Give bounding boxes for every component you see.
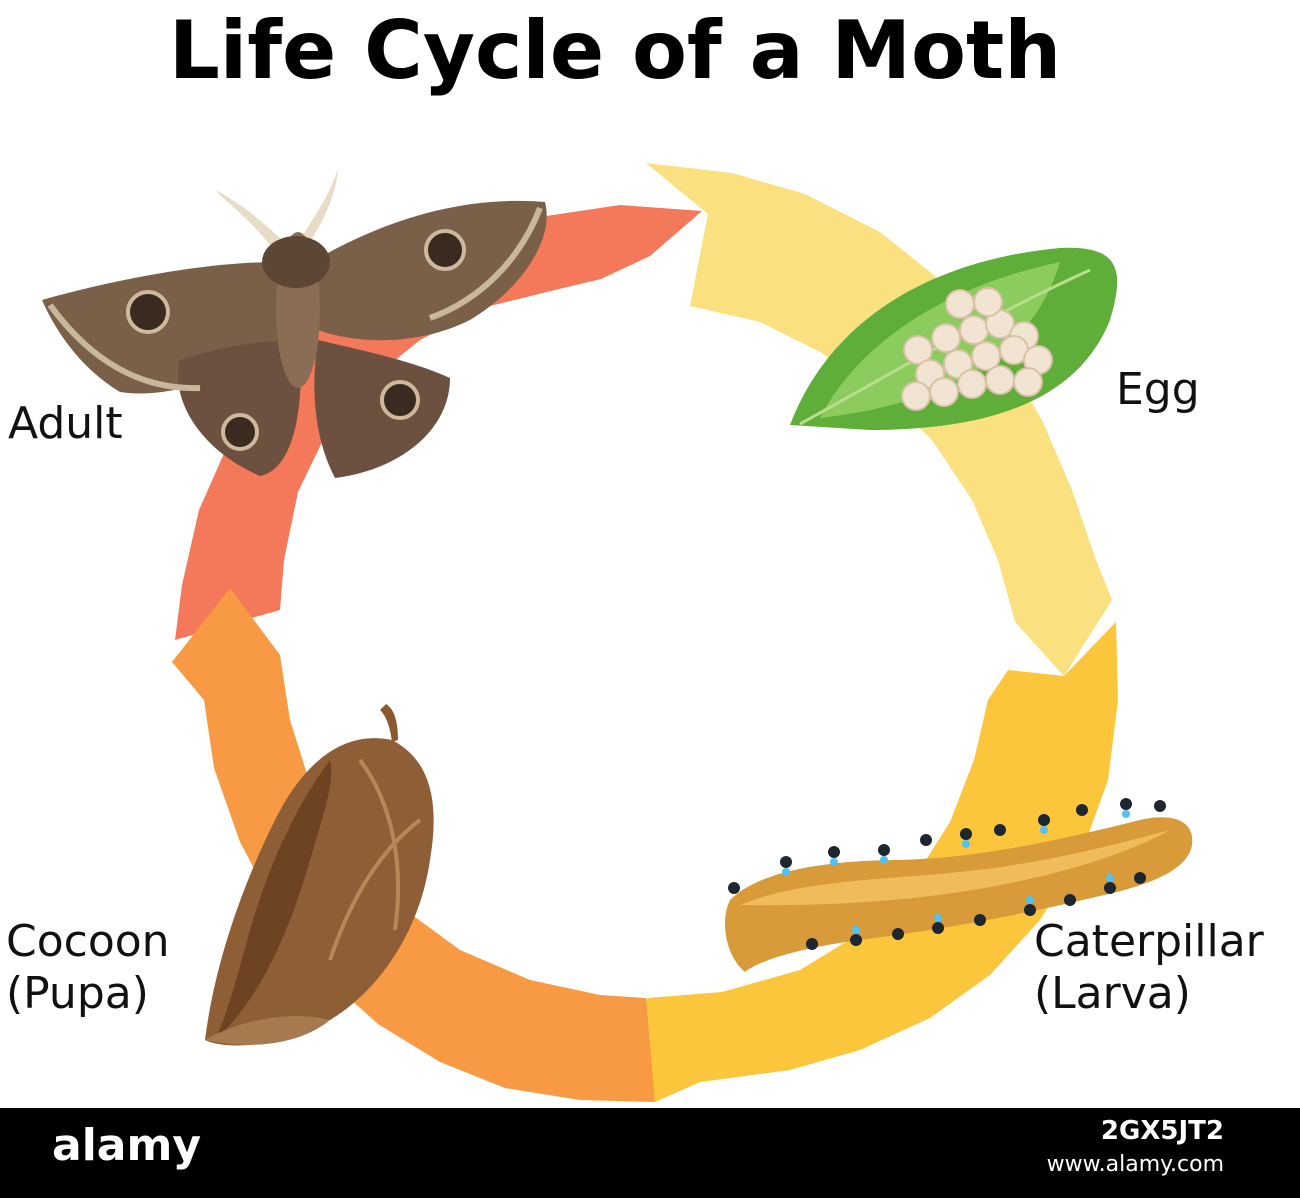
stage-label-egg: Egg — [1116, 364, 1200, 416]
moth-antenna-left — [215, 190, 280, 245]
caterpillar-spines — [728, 798, 1166, 950]
page-title: Life Cycle of a Moth — [168, 4, 1062, 97]
cocoon-stem — [380, 704, 398, 742]
footer-image-id: 2GX5JT2 — [1100, 1116, 1224, 1146]
egg-illustration — [790, 247, 1118, 430]
stock-footer-bar: alamy 2GX5JT2 www.alamy.com — [0, 1108, 1300, 1198]
stage-label-cocoon: Cocoon (Pupa) — [6, 916, 170, 1020]
stage-label-cocoon-term: (Pupa) — [6, 968, 149, 1019]
egg-cluster — [901, 287, 1053, 411]
life-cycle-diagram — [42, 163, 1193, 1102]
footer-url: www.alamy.com — [1046, 1152, 1224, 1177]
stage-label-adult-text: Adult — [8, 398, 123, 449]
stage-label-caterpillar-term: (Larva) — [1034, 968, 1191, 1019]
moth-antenna-right — [300, 168, 338, 246]
moth-hindwing-left — [178, 340, 301, 476]
moth-forewing-right — [312, 200, 547, 341]
arrow-caterpillar-to-cocoon — [590, 622, 1118, 1102]
stage-label-egg-text: Egg — [1116, 364, 1200, 415]
footer-logo: alamy — [52, 1120, 201, 1171]
stage-label-cocoon-name: Cocoon — [6, 916, 170, 967]
stage-label-adult: Adult — [8, 398, 123, 450]
adult-moth-illustration — [42, 168, 547, 478]
stage-label-caterpillar: Caterpillar (Larva) — [1034, 916, 1264, 1020]
stage-label-caterpillar-name: Caterpillar — [1034, 916, 1264, 967]
arrow-egg-to-caterpillar — [646, 163, 1112, 676]
caterpillar-illustration — [725, 798, 1193, 972]
cocoon-illustration — [205, 704, 434, 1046]
